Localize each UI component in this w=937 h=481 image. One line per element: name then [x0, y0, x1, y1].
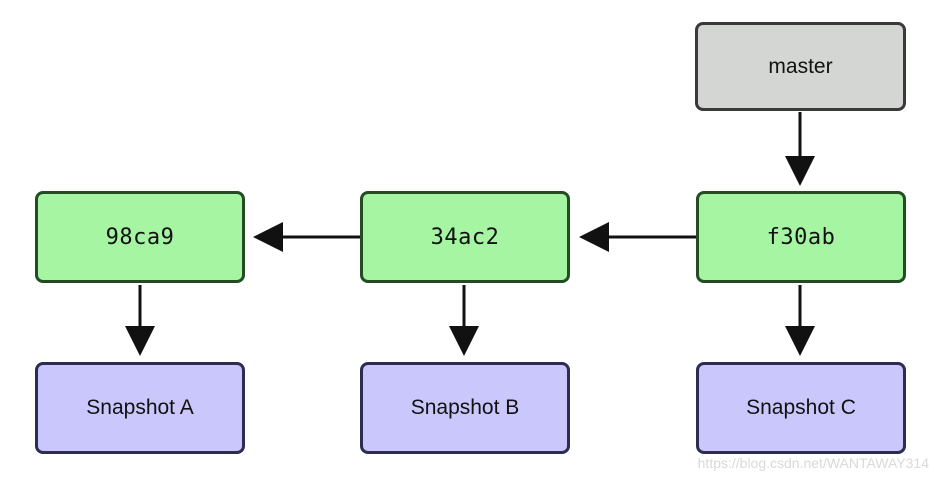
watermark-text: https://blog.csdn.net/WANTAWAY314 — [697, 455, 929, 471]
branch-master: master — [695, 22, 906, 111]
snapshot-node-b: Snapshot B — [360, 362, 570, 454]
snapshot-node-a: Snapshot A — [35, 362, 245, 454]
commit-node-c3: f30ab — [696, 191, 906, 283]
snapshot-label: Snapshot A — [86, 396, 194, 419]
commit-node-c2: 34ac2 — [360, 191, 570, 283]
commit-node-c1: 98ca9 — [35, 191, 245, 283]
snapshot-node-c: Snapshot C — [696, 362, 906, 454]
commit-hash: 98ca9 — [105, 224, 175, 250]
branch-label: master — [768, 54, 833, 78]
snapshot-label: Snapshot B — [410, 396, 520, 419]
commit-hash: 34ac2 — [430, 224, 500, 250]
commit-hash: f30ab — [766, 224, 836, 250]
snapshot-label: Snapshot C — [746, 396, 856, 419]
